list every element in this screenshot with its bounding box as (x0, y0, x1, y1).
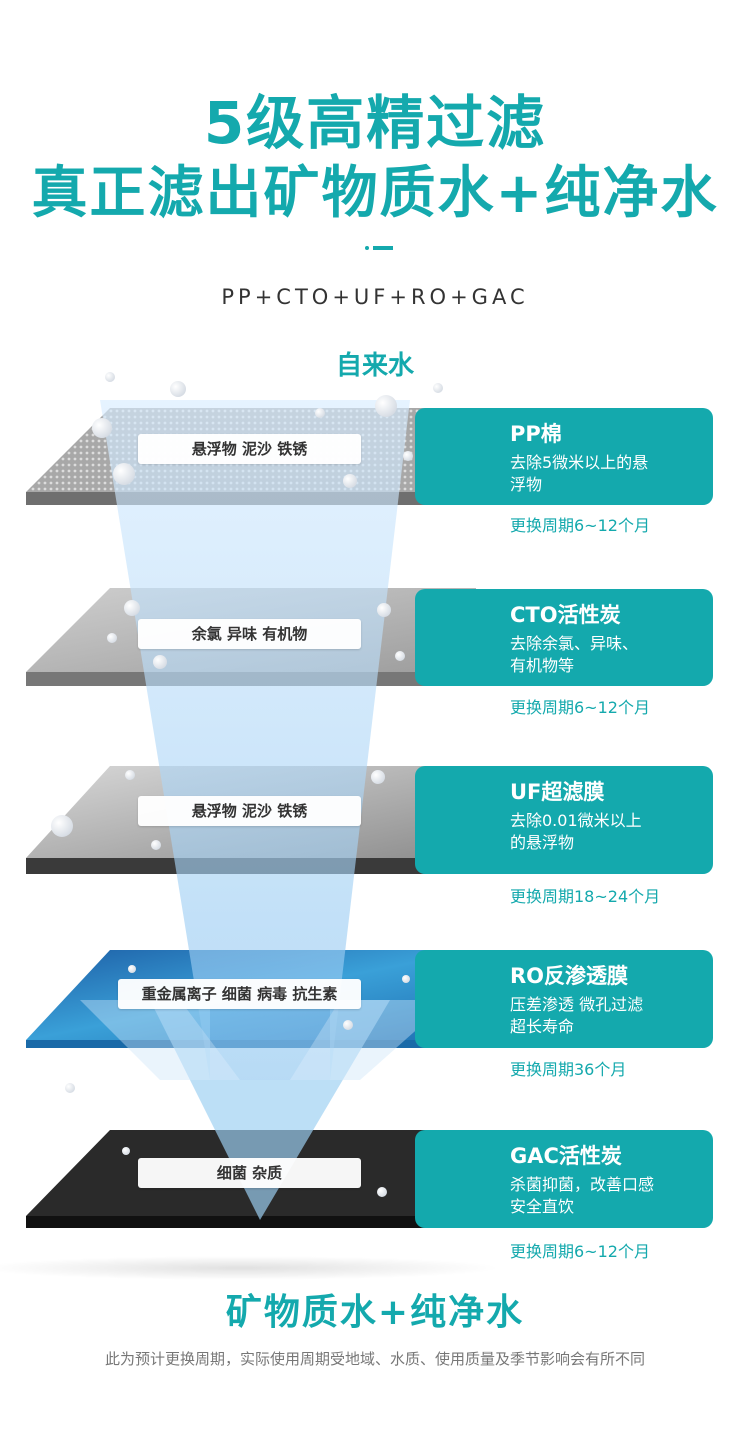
replacement-period-ro: 更换周期36个月 (510, 1060, 627, 1079)
base-shadow (0, 1256, 500, 1280)
filter-description-line1: 杀菌抑菌，改善口感 (510, 1175, 655, 1194)
filter-description-line2: 超长寿命 (510, 1017, 575, 1036)
layer-5-contaminants: 细菌 杂质 (138, 1158, 361, 1188)
filter-name: UF超滤膜 (510, 780, 605, 804)
layer-4-contaminants: 重金属离子 细菌 病毒 抗生素 (118, 979, 361, 1009)
page-subtitle: 真正滤出矿物质水+纯净水 (31, 161, 719, 226)
filter-name: RO反渗透膜 (510, 964, 629, 988)
filter-formula: PP+CTO+UF+RO+GAC (221, 285, 529, 309)
filter-card-uf: UF超滤膜 去除0.01微米以上 的悬浮物 (415, 766, 713, 874)
filter-name: PP棉 (510, 422, 562, 446)
title-divider (0, 245, 750, 251)
replacement-period-uf: 更换周期18~24个月 (510, 887, 661, 906)
filter-description-line1: 去除余氯、异味、 (510, 634, 639, 653)
filter-card-gac: GAC活性炭 杀菌抑菌，改善口感 安全直饮 (415, 1130, 713, 1228)
replacement-period-pp: 更换周期6~12个月 (510, 516, 650, 535)
filter-description-line1: 去除0.01微米以上 (510, 811, 642, 830)
filter-card-ro: RO反渗透膜 压差渗透 微孔过滤 超长寿命 (415, 950, 713, 1048)
layer-3-contaminants: 悬浮物 泥沙 铁锈 (138, 796, 361, 826)
filter-card-pp: PP棉 去除5微米以上的悬 浮物 (415, 408, 713, 505)
output-water-title: 矿物质水+纯净水 (225, 1292, 525, 1333)
filter-description-line1: 去除5微米以上的悬 (510, 453, 649, 472)
page-title: 5级高精过滤 (203, 89, 547, 157)
replacement-period-cto: 更换周期6~12个月 (510, 698, 650, 717)
filter-description-line2: 有机物等 (510, 656, 575, 675)
disclaimer-note: 此为预计更换周期，实际使用周期受地域、水质、使用质量及季节影响会有所不同 (104, 1350, 645, 1368)
replacement-period-gac: 更换周期6~12个月 (510, 1242, 650, 1261)
water-flow-beam (80, 400, 450, 1220)
filter-description-line2: 浮物 (510, 475, 543, 494)
filter-description-line1: 压差渗透 微孔过滤 (510, 995, 644, 1014)
tap-water-label: 自来水 (335, 351, 414, 381)
filter-name: GAC活性炭 (510, 1144, 622, 1168)
filter-description-line2: 的悬浮物 (510, 833, 575, 852)
filter-card-cto: CTO活性炭 去除余氯、异味、 有机物等 (415, 589, 713, 686)
layer-2-contaminants: 余氯 异味 有机物 (138, 619, 361, 649)
filter-description-line2: 安全直饮 (510, 1197, 575, 1216)
filter-name: CTO活性炭 (510, 603, 621, 627)
layer-1-contaminants: 悬浮物 泥沙 铁锈 (138, 434, 361, 464)
